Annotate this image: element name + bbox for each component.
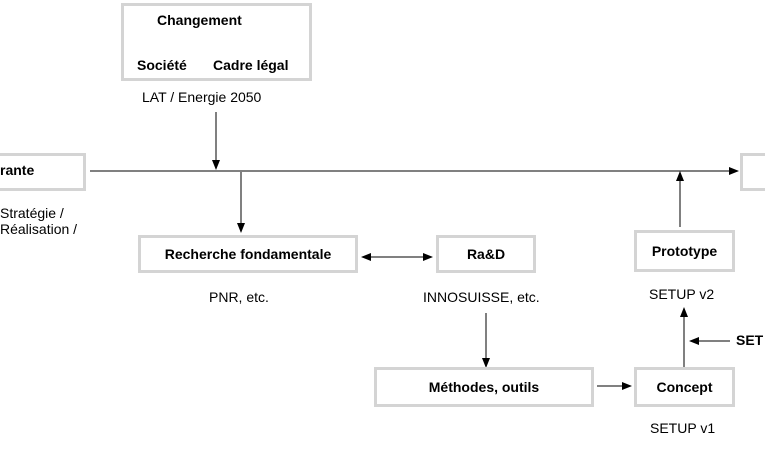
left-box-caption-line1: Stratégie / (0, 205, 64, 221)
top-box-caption: LAT / Energie 2050 (142, 89, 262, 105)
prototype-box-caption: SETUP v2 (649, 286, 715, 302)
research-box: Recherche fondamentale (138, 235, 358, 273)
methods-box: Méthodes, outils (374, 367, 594, 407)
concept-box-label: Concept (656, 379, 713, 395)
research-box-caption: PNR, etc. (209, 289, 269, 305)
prototype-box: Prototype (634, 230, 735, 272)
side-label: SET (736, 332, 764, 348)
right-edge-box (740, 153, 765, 191)
methods-box-label: Méthodes, outils (428, 379, 540, 395)
concept-box-caption: SETUP v1 (650, 420, 716, 436)
rad-box: Ra&D (436, 235, 536, 273)
top-box (121, 3, 312, 81)
concept-box: Concept (634, 367, 735, 407)
top-box-left-label: Société (137, 57, 187, 73)
top-box-title: Changement (157, 12, 242, 28)
prototype-box-label: Prototype (651, 243, 718, 259)
rad-box-caption: INNOSUISSE, etc. (423, 289, 540, 305)
rad-box-label: Ra&D (466, 246, 506, 262)
left-box (0, 153, 86, 191)
left-box-caption-line2: Réalisation / (0, 221, 78, 237)
research-box-label: Recherche fondamentale (164, 246, 332, 262)
left-box-label: rante (0, 162, 35, 178)
top-box-right-label: Cadre légal (213, 57, 289, 73)
